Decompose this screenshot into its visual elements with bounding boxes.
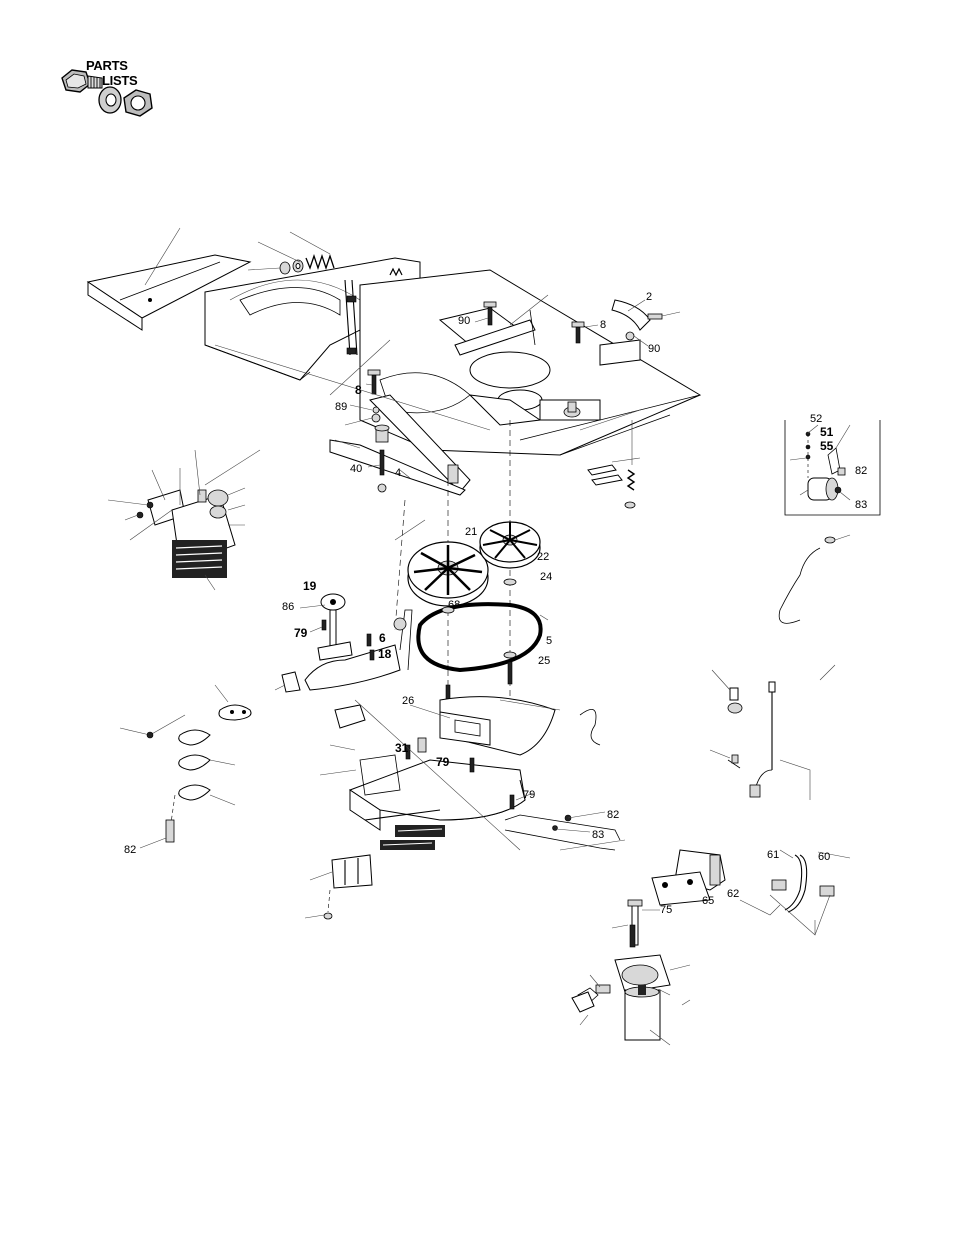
part-label: 19 <box>303 579 317 593</box>
part-label: 18 <box>378 647 392 661</box>
part-label: 51 <box>820 425 834 439</box>
part-label: 21 <box>465 526 477 538</box>
part-label: 79 <box>294 626 308 640</box>
part-label: 82 <box>855 465 867 477</box>
part-label: 5 <box>546 635 552 647</box>
gasket-stack <box>120 685 251 848</box>
part-label: 8 <box>355 383 362 397</box>
part-label: 52 <box>810 413 822 425</box>
part-label: 79 <box>436 755 450 769</box>
part-label: 90 <box>458 315 470 327</box>
muffler-assembly <box>108 450 260 590</box>
part-label: 83 <box>592 829 604 841</box>
part-label: 86 <box>282 601 294 613</box>
part-label: 82 <box>124 844 136 856</box>
part-label: 24 <box>540 571 552 583</box>
part-label: 61 <box>767 849 779 861</box>
part-label: 79 <box>523 789 535 801</box>
part-label: 40 <box>350 463 362 475</box>
drive-belt <box>418 604 540 699</box>
part-label: 8 <box>600 319 606 331</box>
part-label: 65 <box>702 895 714 907</box>
pivot-bracket-assembly <box>275 594 412 692</box>
part-label: 75 <box>660 904 672 916</box>
part-label: 26 <box>402 695 414 707</box>
part-label: 6 <box>379 631 386 645</box>
part-label: 2 <box>646 291 652 303</box>
part-label: 68 <box>448 599 460 611</box>
deck-pan <box>320 697 600 850</box>
part-label: 90 <box>648 343 660 355</box>
part-label: 25 <box>538 655 550 667</box>
part-label: 60 <box>818 851 830 863</box>
pulley-21 <box>408 542 488 606</box>
part-label: 22 <box>537 551 549 563</box>
oil-filter-assembly <box>572 925 690 1045</box>
part-label: 4 <box>395 467 401 479</box>
part-label: 82 <box>607 809 619 821</box>
part-label: 31 <box>395 741 409 755</box>
part-label: 62 <box>727 888 739 900</box>
cable-assembly <box>710 665 835 800</box>
bottom-bracket <box>305 855 372 919</box>
part-label: 89 <box>335 401 347 413</box>
part-label: 55 <box>820 439 834 453</box>
part-label: 83 <box>855 499 867 511</box>
